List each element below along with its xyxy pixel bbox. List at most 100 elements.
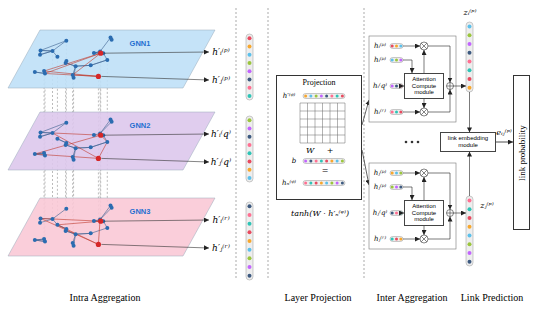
graph-node (38, 221, 42, 225)
flow-line (403, 173, 420, 174)
graph-edge (53, 41, 67, 51)
feature-dot (395, 85, 398, 88)
multiply-symbol (421, 170, 427, 176)
graph-layer (8, 112, 215, 170)
feature-dot (391, 111, 394, 114)
section-divider (268, 8, 269, 280)
math-label: eᵢⱼ⁽ᵖ⁾ (496, 128, 512, 137)
feature-dot (248, 69, 252, 73)
feature-dot (309, 160, 312, 163)
graph-node (64, 59, 68, 63)
feature-dot (248, 256, 252, 260)
graph-edge (41, 41, 67, 51)
feature-dot (391, 45, 394, 48)
feature-dot (391, 85, 394, 88)
graph-node (110, 38, 114, 42)
feature-dot (468, 233, 472, 237)
node-text: Attention Compute module (408, 203, 440, 223)
graph-node (71, 155, 75, 159)
feature-vector (303, 181, 345, 186)
math-label: h′ᵢ⁽ᵖ⁾ (212, 47, 230, 57)
target-node (96, 74, 101, 79)
feature-dot (391, 186, 394, 189)
connector (496, 142, 513, 143)
flow-line (403, 187, 412, 200)
feature-vector (303, 159, 345, 164)
feature-dot (248, 36, 252, 40)
ellipsis-dot (411, 141, 414, 144)
feature-dot (248, 118, 252, 122)
math-label: b (292, 157, 296, 165)
graph-node (38, 135, 42, 139)
feature-dot (330, 160, 333, 163)
multiply-symbol (420, 169, 428, 177)
feature-dot (399, 212, 402, 215)
feature-dot (399, 186, 402, 189)
graph-edge (53, 209, 67, 219)
graph-edge (41, 218, 101, 221)
feature-dot (248, 61, 252, 65)
graph-node (33, 70, 37, 74)
panel-frame (369, 163, 456, 249)
feature-dot (395, 238, 398, 241)
feature-dot (399, 238, 402, 241)
node-text: link probability (517, 125, 527, 181)
graph-edge (100, 120, 110, 134)
feature-dot (391, 238, 394, 241)
graph-node (55, 55, 59, 59)
feature-dot (320, 95, 323, 98)
graph-edge (41, 123, 67, 133)
feature-dot (468, 42, 472, 46)
feature-dot (468, 251, 472, 255)
feature-dot (395, 212, 398, 215)
feature-vector (390, 171, 403, 176)
layer-label: GNN2 (130, 122, 151, 131)
graph-edge (44, 71, 98, 76)
feature-dot (468, 216, 472, 220)
layer-plane (8, 30, 215, 88)
graph-node (74, 64, 78, 68)
section-caption: Layer Projection (285, 292, 352, 304)
feature-dot (248, 248, 252, 252)
math-label: hᵢ⁽ᵖ⁾ (374, 56, 386, 64)
flow-line (424, 226, 425, 235)
feature-vector (246, 202, 253, 280)
math-label: hᵢ⁽ʳ⁾ (374, 108, 386, 116)
feature-dot (468, 59, 472, 63)
feature-dot (336, 160, 339, 163)
graph-edge (53, 123, 67, 133)
feature-dot (248, 274, 252, 278)
matrix-grid (330, 103, 331, 143)
flow-line (424, 50, 425, 73)
feature-dot (325, 160, 328, 163)
target-node (98, 51, 103, 56)
flow-line (424, 99, 425, 108)
graph-edge (41, 218, 99, 244)
feature-dot (315, 160, 318, 163)
feature-dot (248, 94, 252, 98)
embedding-arrow (104, 134, 209, 135)
attention-module: Attention Compute module (404, 200, 444, 226)
graph-node (89, 63, 93, 67)
math-label: h′ᵢ⁽ʳ⁾ (212, 215, 229, 225)
feature-dot (399, 111, 402, 114)
output-box: link probability (513, 75, 530, 230)
feature-dot (341, 95, 344, 98)
sum-symbol (447, 83, 454, 90)
feature-dot (248, 168, 252, 172)
feature-vector (466, 196, 473, 266)
feature-dot (309, 95, 312, 98)
math-label: hⱼ⁽ᵖ⁾ (374, 169, 387, 177)
multiply-symbol (421, 236, 427, 242)
feature-vector (246, 34, 253, 100)
feature-dot (304, 95, 307, 98)
graph-node (64, 227, 68, 231)
graph-edge (45, 53, 101, 73)
feature-dot (336, 95, 339, 98)
graph-node (92, 219, 96, 223)
feature-dot (248, 86, 252, 90)
flow-line (403, 239, 420, 240)
feature-dot (468, 51, 472, 55)
math-label: h′⁽ᵠ⁾ (283, 92, 296, 100)
